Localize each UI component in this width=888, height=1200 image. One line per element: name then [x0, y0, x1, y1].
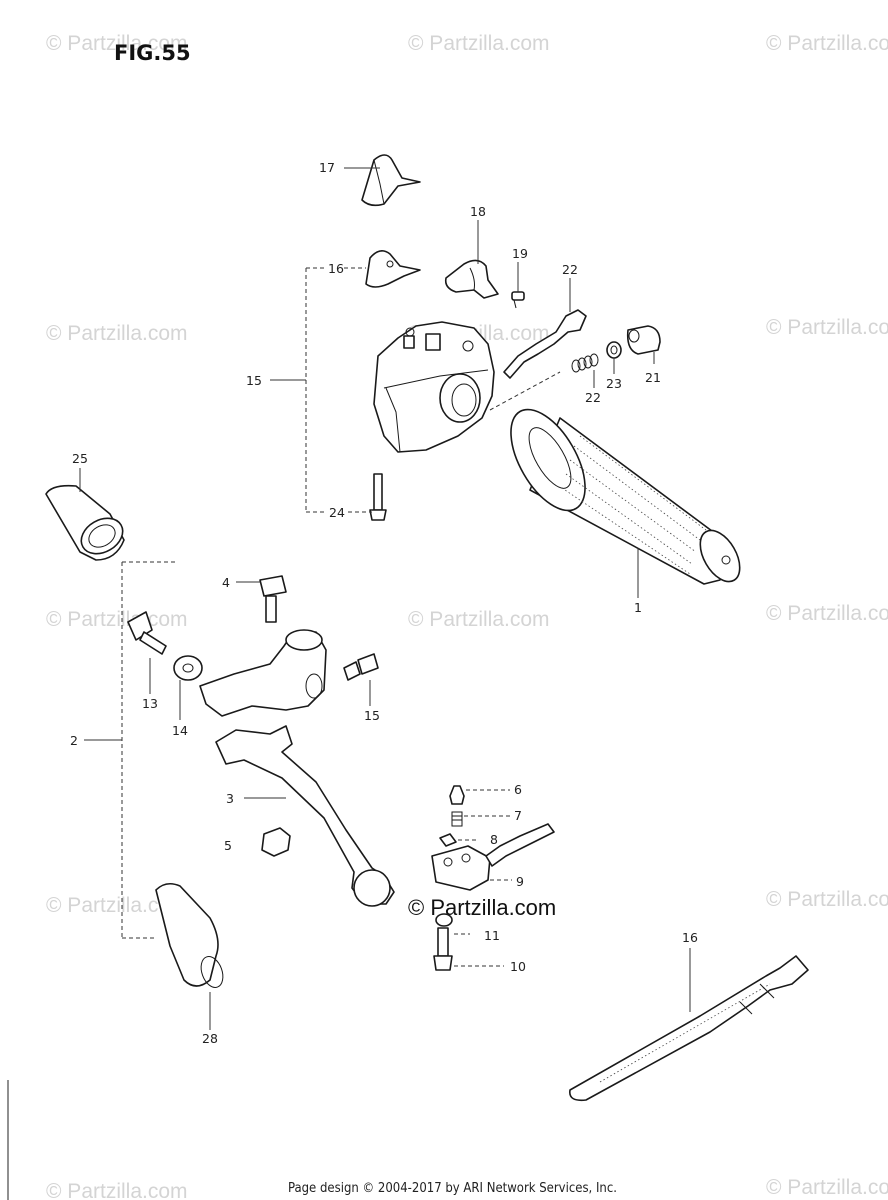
watermark-mid-left: © Partzilla.com	[46, 322, 188, 345]
watermark-row4-right: © Partzilla.com	[766, 888, 888, 911]
part-8-pin	[439, 833, 457, 847]
part-28-boot	[155, 882, 224, 988]
label-1: 1	[634, 600, 642, 615]
label-3: 3	[226, 791, 234, 806]
part-16-cable-tie	[569, 955, 809, 1102]
label-13: 13	[142, 696, 158, 711]
part-3-lever	[215, 725, 395, 907]
label-15: 15	[364, 708, 380, 723]
part-4-bolt	[259, 575, 287, 623]
label-8: 8	[490, 832, 498, 847]
watermarks: © Partzilla.com © Partzilla.com © Partzi…	[46, 32, 888, 1200]
part-20-knob	[444, 259, 499, 299]
watermark-row4-left: © Partzilla.com	[46, 894, 188, 917]
label-11: 11	[484, 928, 500, 943]
label-14: 14	[172, 723, 188, 738]
housing-grip-leader	[489, 371, 561, 411]
watermark-row3-left: © Partzilla.com	[46, 608, 188, 631]
part-27-boot	[45, 484, 125, 561]
label-9: 9	[516, 874, 524, 889]
part-5-nut	[261, 827, 291, 857]
label-7: 7	[514, 808, 522, 823]
part-22-bracket	[503, 309, 587, 379]
part-9-switch	[431, 823, 555, 891]
label-17: 15	[246, 373, 262, 388]
part-17-throttle-housing	[373, 321, 495, 453]
part-24-spring	[571, 353, 599, 373]
part-10-screw	[433, 927, 453, 971]
watermark-top-center: © Partzilla.com	[408, 32, 550, 55]
part-25-nut	[606, 341, 622, 359]
part-26-screw	[369, 473, 387, 521]
part-lever-bracket	[199, 629, 327, 717]
label-22: 22	[562, 262, 578, 277]
part-1-grip	[510, 408, 741, 585]
part-7-spring	[451, 811, 463, 827]
label-23: 21	[645, 370, 661, 385]
watermark-row3-center: © Partzilla.com	[408, 608, 550, 631]
part-14-washer	[173, 655, 203, 681]
label-25: 23	[606, 376, 622, 391]
label-26: 24	[329, 505, 345, 520]
leader-lines	[79, 167, 691, 1030]
part-18-cap	[365, 250, 421, 288]
label-16: 16	[682, 930, 698, 945]
part-15-screw	[343, 653, 379, 681]
watermark-bottom-left: © Partzilla.com	[46, 1180, 188, 1200]
label-19: 17	[319, 160, 335, 175]
watermark-row3-right: © Partzilla.com	[766, 602, 888, 625]
watermark-mid-right: © Partzilla.com	[766, 316, 888, 339]
part-6-cap	[449, 785, 465, 805]
label-28: 28	[202, 1031, 218, 1046]
label-4: 4	[222, 575, 230, 590]
label-18: 16	[328, 261, 344, 276]
part-23-plug	[626, 325, 661, 355]
watermark-top-right: © Partzilla.com	[766, 32, 888, 55]
label-24: 22	[585, 390, 601, 405]
figure-label: FIG.55	[114, 41, 191, 65]
watermark-bottom-right: © Partzilla.com	[766, 1176, 888, 1199]
label-10: 10	[510, 959, 526, 974]
watermark-center-dark: © Partzilla.com	[408, 895, 556, 920]
part-19-cap	[361, 154, 421, 207]
part-21-screw	[511, 291, 525, 309]
label-2: 2	[70, 733, 78, 748]
label-5: 5	[224, 838, 232, 853]
label-20: 18	[470, 204, 486, 219]
part-number-labels: 17 18 19 22 16 21 23 22 15 25 24 4 1 13 …	[70, 160, 698, 1046]
label-21: 19	[512, 246, 528, 261]
label-6: 6	[514, 782, 522, 797]
part-11-washer	[435, 913, 453, 927]
label-27: 25	[72, 451, 88, 466]
part-13-bolt	[127, 611, 167, 655]
footer-copyright: Page design © 2004-2017 by ARI Network S…	[288, 1181, 617, 1196]
watermark-top-left: © Partzilla.com	[46, 32, 188, 55]
